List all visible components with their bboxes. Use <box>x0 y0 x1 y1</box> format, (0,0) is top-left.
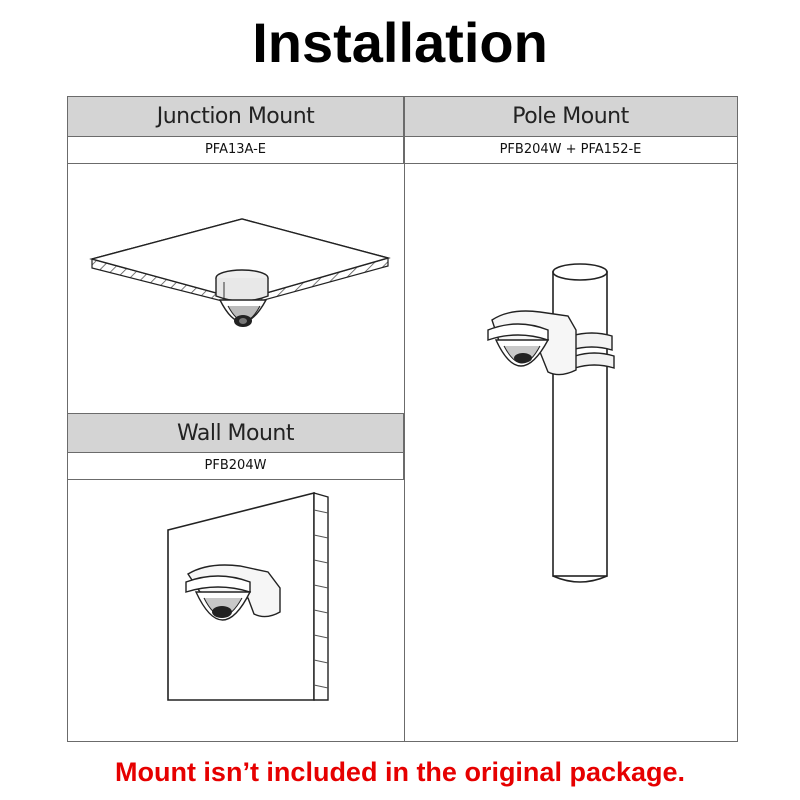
page-title: Installation <box>252 11 548 74</box>
pole-mount-heading: Pole Mount <box>404 97 737 137</box>
wall-mount-model: PFB204W <box>68 453 404 480</box>
mount-options-table: Junction Mount PFA13A-E Pole Mount PFB20… <box>67 96 738 742</box>
junction-mount-model: PFA13A-E <box>68 137 404 164</box>
disclaimer-note: Mount isn’t included in the original pac… <box>114 757 686 787</box>
wall-mount-heading: Wall Mount <box>68 413 404 453</box>
pole-mount-model: PFB204W + PFA152-E <box>404 137 737 164</box>
junction-mount-heading: Junction Mount <box>68 97 404 137</box>
column-divider <box>404 97 405 741</box>
